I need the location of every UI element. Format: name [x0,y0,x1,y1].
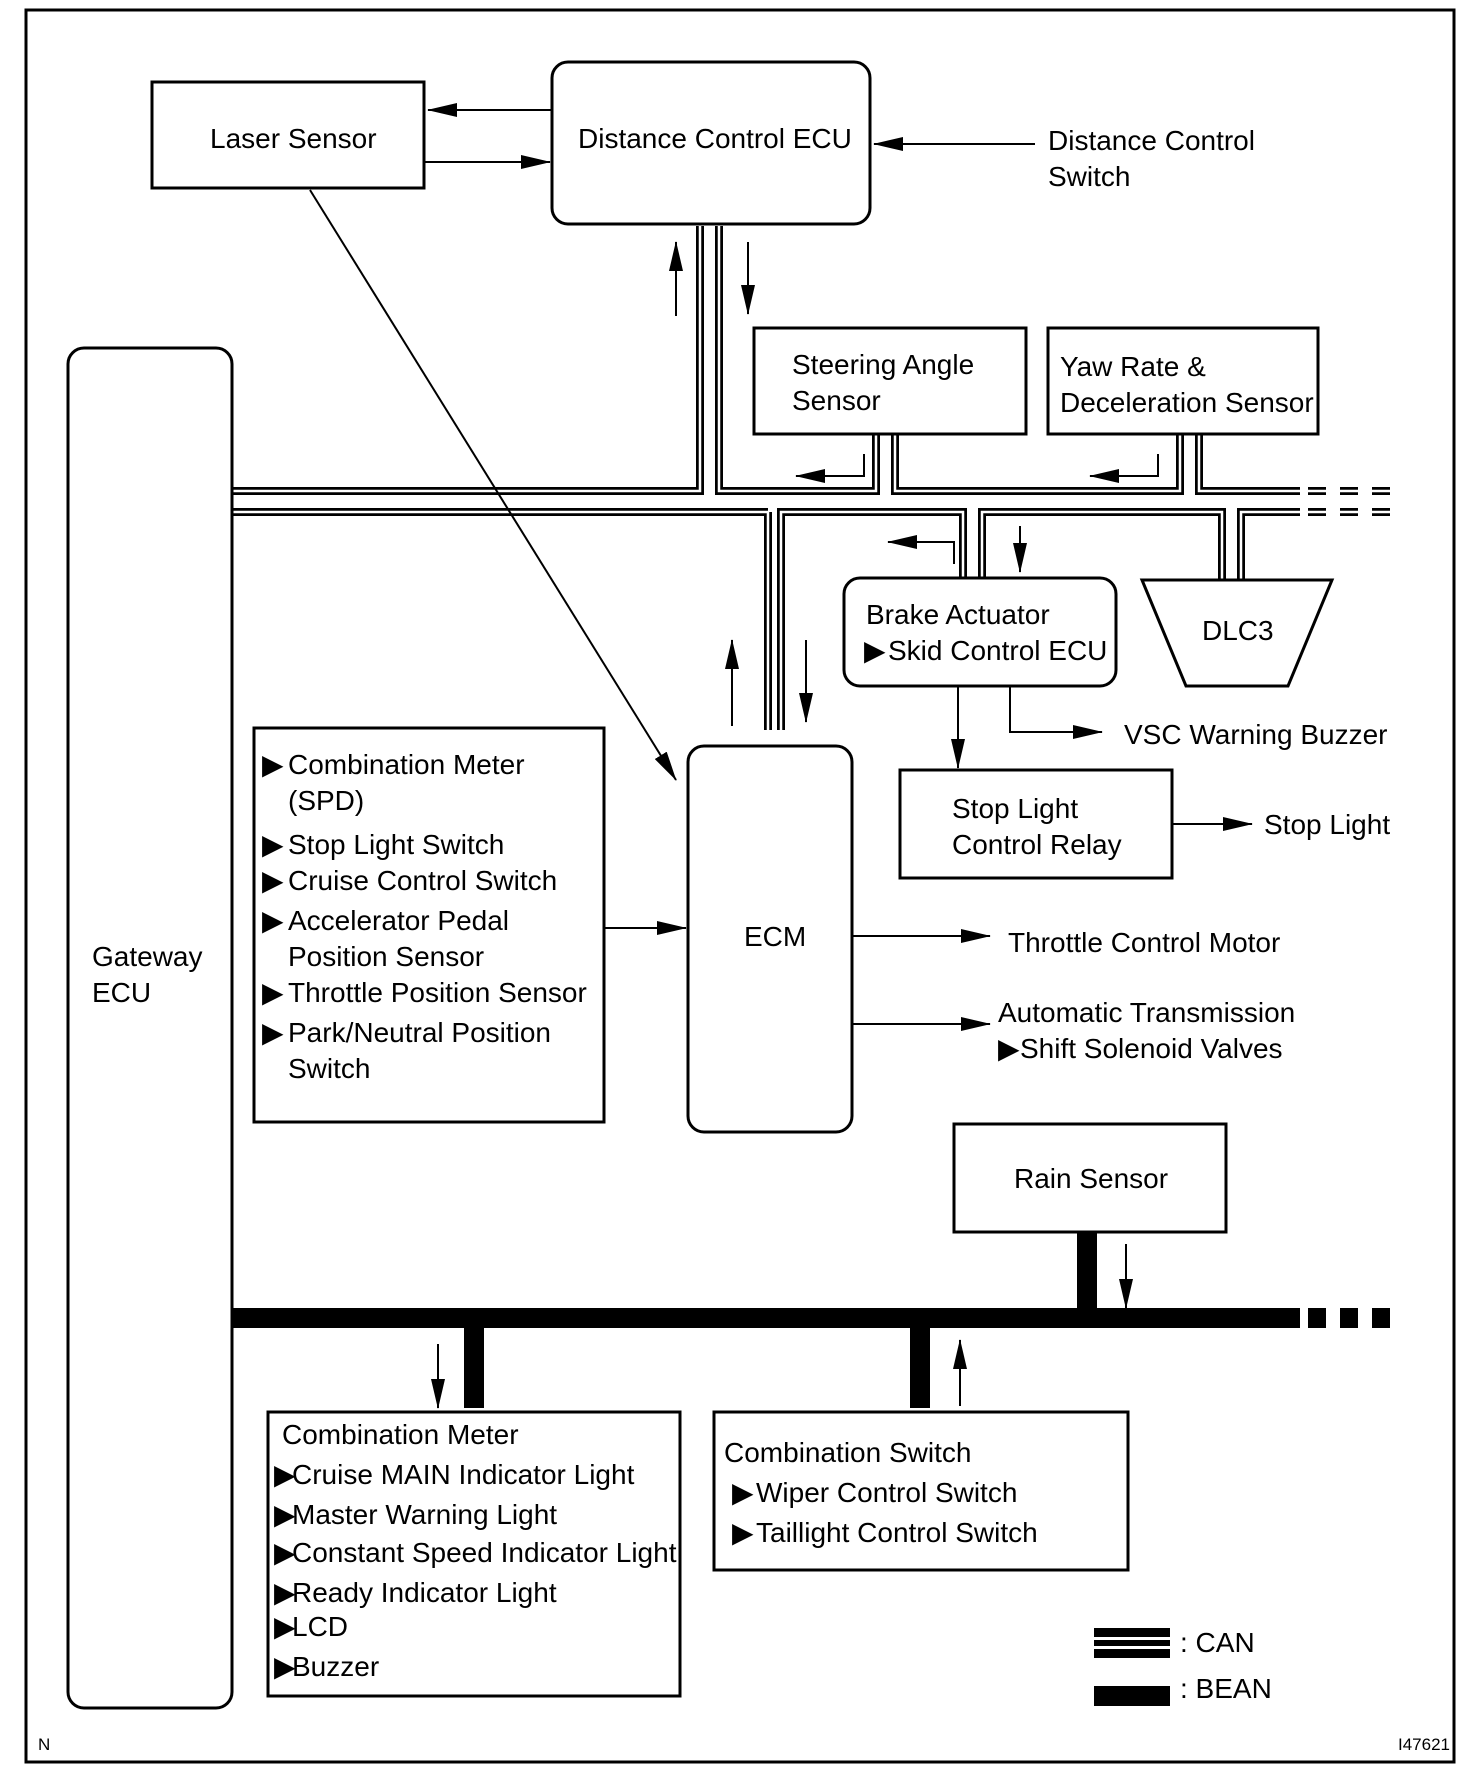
combination-switch-item: Taillight Control Switch [756,1517,1038,1548]
bullet-arrow-icon: ▶ [262,865,284,896]
bullet-arrow-icon: ▶ [732,1477,754,1508]
yaw-rate-sensor-box [1046,326,1320,436]
bullet-arrow-icon: ▶ [274,1499,296,1530]
steering-angle-sensor-label-1: Steering Angle [792,349,974,380]
bean-bus [232,1228,1392,1408]
bullet-arrow-icon: ▶ [732,1517,754,1548]
bullet-arrow-icon: ▶ [262,977,284,1008]
laser-sensor-box [150,80,426,190]
legend-bean-label: : BEAN [1180,1673,1272,1704]
bullet-arrow-icon: ▶ [274,1611,296,1642]
dlc3-box [1139,578,1335,688]
ecm-inputs-box [252,726,606,1124]
automatic-transmission-label-2: Shift Solenoid Valves [1020,1033,1283,1064]
outer-frame [24,8,1456,1764]
distance-control-ecu-box [550,60,872,226]
combination-switch-box [712,1410,1130,1572]
bullet-arrow-icon: ▶ [274,1651,296,1682]
distance-control-ecu-label: Distance Control ECU [578,123,852,154]
combination-meter-list: Combination Meter ▶ Cruise MAIN Indicato… [274,1419,677,1682]
combination-switch-item: Wiper Control Switch [756,1477,1017,1508]
bullet-arrow-icon: ▶ [274,1577,296,1608]
legend-can-symbol [1094,1628,1170,1658]
laser-sensor-label: Laser Sensor [210,123,377,154]
combination-switch-title: Combination Switch [724,1437,971,1468]
signal-arrows [309,103,1253,1409]
bullet-arrow-icon: ▶ [262,829,284,860]
vsc-warning-buzzer-label: VSC Warning Buzzer [1124,719,1388,750]
automatic-transmission-label-1: Automatic Transmission [998,997,1295,1028]
rain-sensor-box [952,1122,1228,1234]
steering-angle-sensor-label-2: Sensor [792,385,881,416]
ecm-input-item: (SPD) [288,785,364,816]
stop-light-label: Stop Light [1264,809,1390,840]
bullet-arrow-icon: ▶ [262,1017,284,1048]
bullet-arrow-icon: ▶ [274,1459,296,1490]
steering-angle-sensor-box [752,326,1028,436]
ecm-input-item: Position Sensor [288,941,484,972]
legend: : CAN : BEAN [1094,1627,1272,1706]
bullet-arrow-icon: ▶ [262,905,284,936]
ecm-input-item: Accelerator Pedal [288,905,509,936]
figure-id-label: I47621 [1398,1735,1450,1754]
brake-actuator-label-1: Brake Actuator [866,599,1050,630]
ecm-input-item: Stop Light Switch [288,829,504,860]
stop-light-control-relay-box [898,768,1174,880]
combination-meter-item: Master Warning Light [292,1499,557,1530]
combination-meter-item: Cruise MAIN Indicator Light [292,1459,635,1490]
gateway-ecu-box [66,346,234,1710]
rain-sensor-label: Rain Sensor [1014,1163,1168,1194]
distance-control-switch-label-2: Switch [1048,161,1130,192]
stop-light-control-relay-label-1: Stop Light [952,793,1078,824]
yaw-rate-sensor-label-1: Yaw Rate & [1060,351,1206,382]
combination-switch-list: Combination Switch ▶ Wiper Control Switc… [724,1437,1038,1548]
corner-label-left: N [38,1735,50,1754]
ecm-inputs-list: ▶ Combination Meter (SPD) ▶ Stop Light S… [262,749,587,1084]
dlc3-label: DLC3 [1202,615,1274,646]
bullet-arrow-icon: ▶ [864,635,886,666]
ecm-input-item: Throttle Position Sensor [288,977,587,1008]
combination-meter-item: Ready Indicator Light [292,1577,557,1608]
ecm-input-item: Park/Neutral Position [288,1017,551,1048]
throttle-control-motor-label: Throttle Control Motor [1008,927,1280,958]
bullet-arrow-icon: ▶ [274,1537,296,1568]
ecm-label: ECM [744,921,806,952]
brake-actuator-label-2: Skid Control ECU [888,635,1107,666]
combination-meter-item: Constant Speed Indicator Light [292,1537,677,1568]
ecm-box [686,744,854,1134]
brake-actuator-box [842,576,1118,688]
combination-meter-title: Combination Meter [282,1419,519,1450]
combination-meter-item: LCD [292,1611,348,1642]
legend-bean-symbol [1094,1686,1170,1706]
combination-meter-item: Buzzer [292,1651,379,1682]
yaw-rate-sensor-label-2: Deceleration Sensor [1060,387,1314,418]
gateway-ecu-label-1: Gateway [92,941,203,972]
distance-control-switch-label-1: Distance Control [1048,125,1255,156]
legend-can-label: : CAN [1180,1627,1255,1658]
bullet-arrow-icon: ▶ [262,749,284,780]
bullet-arrow-icon: ▶ [998,1033,1020,1064]
ecm-input-item: Switch [288,1053,370,1084]
stop-light-control-relay-label-2: Control Relay [952,829,1122,860]
combination-meter-box [266,1410,682,1698]
gateway-ecu-label-2: ECU [92,977,151,1008]
can-bus [232,226,1392,730]
ecm-input-item: Cruise Control Switch [288,865,557,896]
ecm-input-item: Combination Meter [288,749,525,780]
